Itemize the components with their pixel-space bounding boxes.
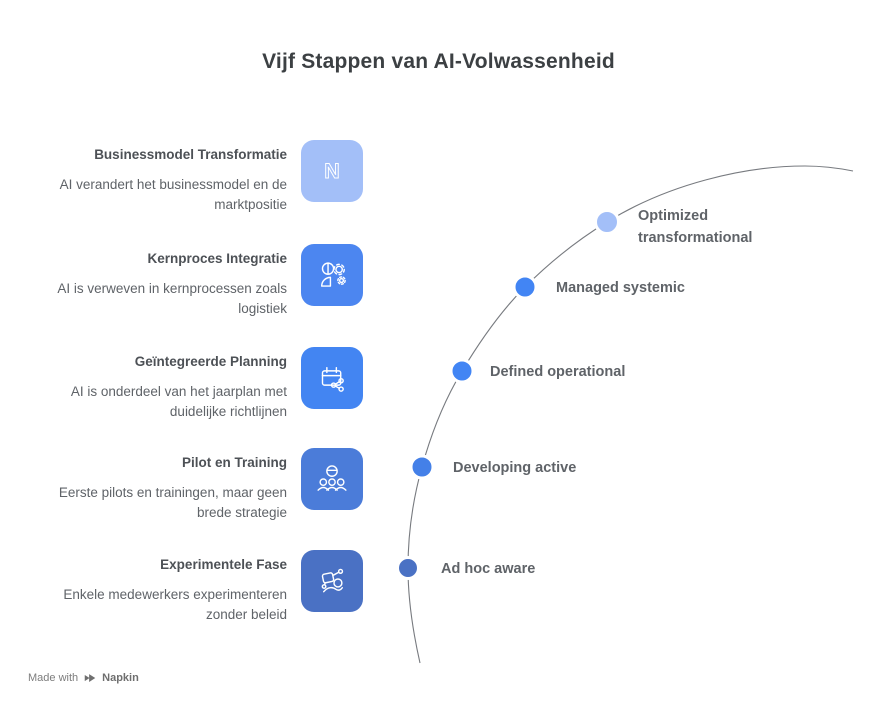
maturity-label-developing: Developing active [453,460,577,476]
step-icon-tile [301,244,363,306]
step-description: Eerste pilots en trainingen, maar geen b… [58,485,287,521]
svg-text:N: N [324,159,339,183]
maturity-dot-managed [512,274,538,300]
step-icon-tile [301,448,363,510]
person-gears-icon [320,262,346,287]
step-title: Businessmodel Transformatie [94,147,287,162]
page-title: Vijf Stappen van AI-Volwassenheid [262,50,615,73]
step-icon-tile: N [301,140,363,202]
person-experiment-icon [321,568,344,593]
calendar-share-icon [321,366,344,392]
step-title: Pilot en Training [181,455,287,470]
maturity-dot-developing [409,454,435,480]
step-title: Kernproces Integratie [147,251,287,266]
step-title: Geïntegreerde Planning [134,354,287,369]
letter-n-icon: N [324,159,340,184]
step-description: AI verandert het businessmodel en de mar… [59,177,287,213]
step-title: Experimentele Fase [160,557,287,572]
maturity-dot-optimized [594,209,620,235]
maturity-label-defined: Defined operational [490,364,626,380]
step-item-kernproces: Kernproces Integratie AI is verweven in … [33,244,365,320]
step-item-businessmodel: Businessmodel Transformatie AI verandert… [33,140,365,216]
step-item-pilot: Pilot en Training Eerste pilots en train… [33,448,365,524]
step-icon-tile [301,347,363,409]
maturity-curve-line [407,165,854,664]
step-description: AI is onderdeel van het jaarplan met dui… [70,384,287,420]
made-with-napkin: Made with Napkin [28,671,139,685]
maturity-dot-defined [449,358,475,384]
step-item-experimenteel: Experimentele Fase Enkele medewerkers ex… [33,550,365,626]
step-description: AI is verweven in kernprocessen zoals lo… [57,281,287,317]
maturity-label-ad-hoc: Ad hoc aware [441,561,536,577]
maturity-dot-ad-hoc [396,556,420,580]
step-item-planning: Geïntegreerde Planning AI is onderdeel v… [33,347,365,423]
people-group-icon [317,465,347,491]
maturity-label-optimized: Optimized transformational [638,208,753,246]
maturity-label-managed: Managed systemic [556,280,685,296]
step-icon-tile [301,550,363,612]
napkin-brand-label: Napkin [102,672,139,684]
step-description: Enkele medewerkers experimenteren zonder… [63,587,287,623]
napkin-logo-icon [84,674,96,682]
made-with-label: Made with [28,672,79,684]
